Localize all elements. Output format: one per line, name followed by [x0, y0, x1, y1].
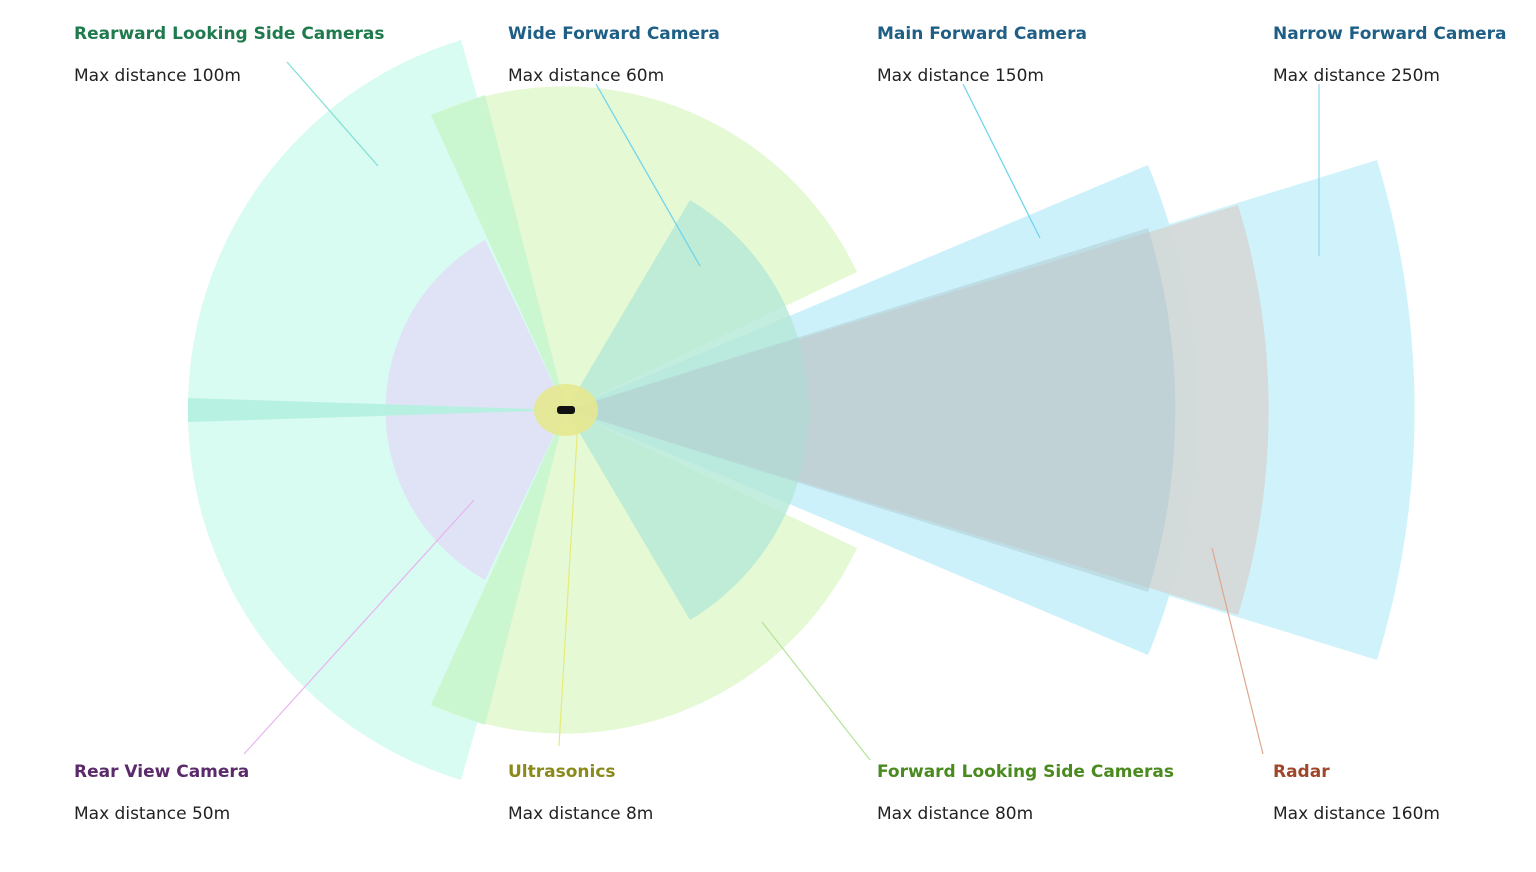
- leader-wide-forward: [595, 83, 701, 267]
- leader-ultrasonics: [558, 419, 579, 747]
- label-ultrasonics: Ultrasonics Max distance 8m: [508, 762, 653, 824]
- label-main-forward-camera: Main Forward Camera Max distance 150m: [877, 24, 1087, 86]
- label-forward-side-cameras: Forward Looking Side Cameras Max distanc…: [877, 762, 1174, 824]
- main-forward-camera-title: Main Forward Camera: [877, 24, 1087, 44]
- rearward-side-cameras-title: Rearward Looking Side Cameras: [74, 24, 385, 44]
- car-icon: [557, 406, 575, 414]
- wide-forward-camera-title: Wide Forward Camera: [508, 24, 720, 44]
- label-wide-forward-camera: Wide Forward Camera Max distance 60m: [508, 24, 720, 86]
- leader-main-forward: [962, 83, 1041, 239]
- main-forward-camera-distance: Max distance 150m: [877, 66, 1044, 86]
- label-rear-view-camera: Rear View Camera Max distance 50m: [74, 762, 249, 824]
- radar-title: Radar: [1273, 762, 1330, 782]
- forward-side-cameras-title: Forward Looking Side Cameras: [877, 762, 1175, 782]
- rear-view-camera-distance: Max distance 50m: [74, 804, 231, 824]
- leader-radar: [1211, 547, 1264, 755]
- rear-strip: [188, 398, 566, 422]
- label-rearward-side-cameras: Rearward Looking Side Cameras Max distan…: [74, 24, 385, 86]
- ultrasonics-title: Ultrasonics: [508, 762, 616, 782]
- side-overlap-upper: [431, 95, 566, 410]
- radar-distance: Max distance 160m: [1273, 804, 1440, 824]
- narrow-forward-camera-title: Narrow Forward Camera: [1273, 24, 1507, 44]
- wide-forward-camera-distance: Max distance 60m: [508, 66, 665, 86]
- ultrasonics-distance: Max distance 8m: [508, 804, 654, 824]
- leader-rearward-side: [286, 61, 379, 167]
- label-radar: Radar Max distance 160m: [1273, 762, 1440, 824]
- forward-overlap: [566, 228, 1176, 592]
- rear-view-camera-title: Rear View Camera: [74, 762, 250, 782]
- leader-rear-view: [243, 499, 475, 755]
- rearward-side-cameras-distance: Max distance 100m: [74, 66, 241, 86]
- leader-forward-side: [761, 621, 871, 761]
- label-narrow-forward-camera: Narrow Forward Camera Max distance 250m: [1273, 24, 1506, 86]
- narrow-forward-camera-distance: Max distance 250m: [1273, 66, 1440, 86]
- forward-side-cameras-distance: Max distance 80m: [877, 804, 1034, 824]
- side-overlap-lower: [431, 410, 566, 725]
